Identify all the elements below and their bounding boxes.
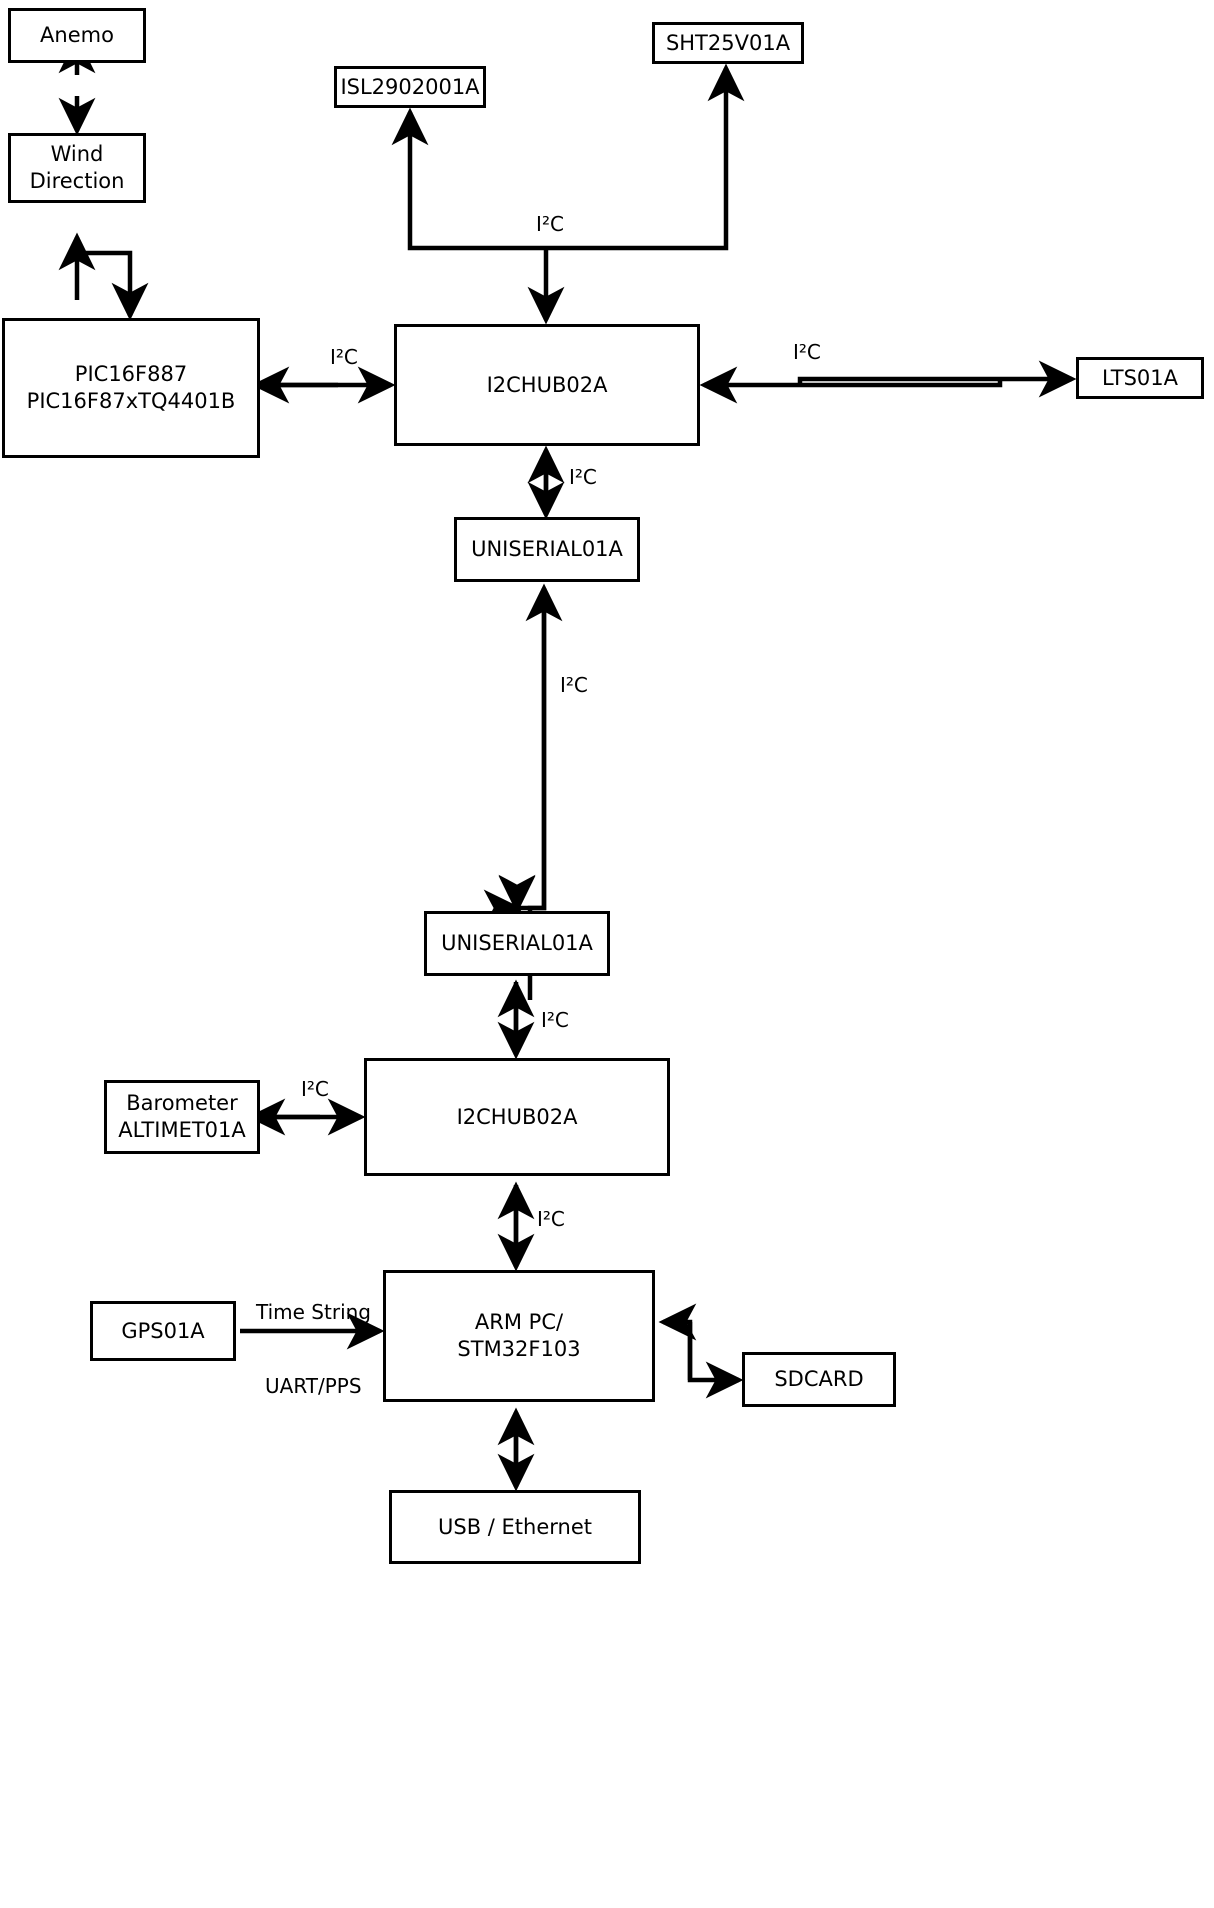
node-i2chub02a-bottom[interactable]: I2CHUB02A (364, 1058, 670, 1176)
wire-arm-to-sdcard (687, 1322, 744, 1399)
wire-hub-to-lts (797, 360, 1077, 398)
node-i2chub02a-top[interactable]: I2CHUB02A (394, 324, 700, 446)
edge-label-uart-pps: UART/PPS (265, 1374, 362, 1398)
node-lts01a[interactable]: LTS01A (1076, 357, 1204, 399)
edge-label-i2c-uniserial-hub: I²C (541, 1008, 569, 1032)
wire-sdcard-to-arm (658, 1303, 697, 1380)
node-wind-direction[interactable]: Wind Direction (8, 133, 146, 203)
edge-label-i2c-barometer-hub: I²C (301, 1077, 329, 1101)
node-pic-microcontroller[interactable]: PIC16F887 PIC16F87xTQ4401B (2, 318, 260, 458)
edge-label-i2c-hub-lts: I²C (793, 340, 821, 364)
edge-label-i2c-hub-uniserial: I²C (569, 465, 597, 489)
edge-label-time-string: Time String (256, 1300, 371, 1324)
wire-wind-to-pic (77, 250, 149, 321)
wire-bus-to-sht (546, 63, 745, 251)
node-sht25v01a[interactable]: SHT25V01A (652, 22, 804, 64)
node-uniserial01a-bottom[interactable]: UNISERIAL01A (424, 911, 610, 976)
wire-uniserialtop-to-uniserialbot (512, 600, 551, 927)
node-usb-ethernet[interactable]: USB / Ethernet (389, 1490, 641, 1564)
edge-label-i2c-uniserial-link: I²C (560, 673, 588, 697)
node-anemo[interactable]: Anemo (8, 8, 146, 63)
edge-label-i2c-pic-hub: I²C (330, 345, 358, 369)
wire-bus-to-isl (391, 107, 546, 251)
node-barometer-altimet01a[interactable]: Barometer ALTIMET01A (104, 1080, 260, 1154)
wire-lts-to-hub (699, 366, 1003, 404)
edge-label-i2c-bus-top: I²C (536, 212, 564, 236)
node-arm-pc-stm32f103[interactable]: ARM PC/ STM32F103 (383, 1270, 655, 1402)
node-isl2902001a[interactable]: ISL2902001A (334, 66, 486, 108)
node-uniserial01a-top[interactable]: UNISERIAL01A (454, 517, 640, 582)
node-sdcard[interactable]: SDCARD (742, 1352, 896, 1407)
node-gps01a[interactable]: GPS01A (90, 1301, 236, 1361)
edge-label-i2c-hub-arm: I²C (537, 1207, 565, 1231)
